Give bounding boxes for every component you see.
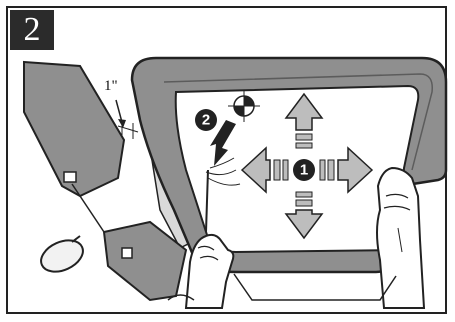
callout-2-number: 2 (202, 112, 210, 129)
headliner-edge (234, 274, 396, 300)
rear-view-mirror (36, 234, 88, 277)
right-hand (377, 168, 424, 308)
visor-clip (64, 172, 76, 182)
visor-lower-clip (122, 248, 132, 258)
callout-1-number: 1 (300, 162, 308, 179)
clearance-label: 1" (104, 78, 118, 94)
